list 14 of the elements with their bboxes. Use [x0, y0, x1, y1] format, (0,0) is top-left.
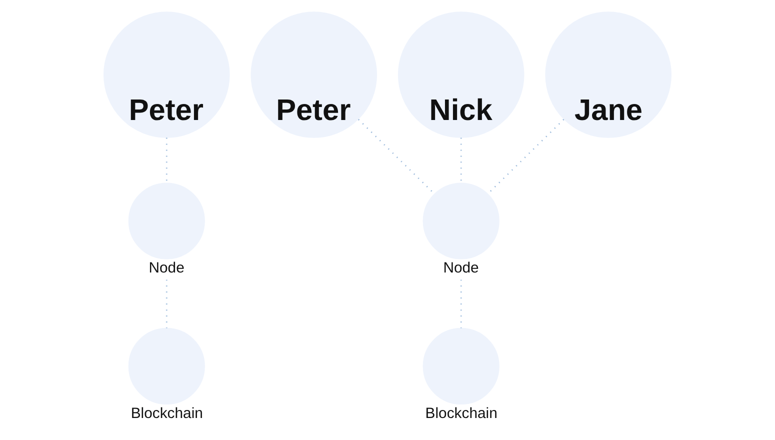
- node-label: Node: [148, 260, 184, 277]
- node-circle: Jane: [545, 12, 672, 138]
- node-circle: [128, 328, 205, 405]
- node-label: Blockchain: [425, 404, 498, 422]
- node-circle: Nick: [398, 12, 524, 138]
- node-circle: [422, 182, 500, 260]
- node-label: Blockchain: [130, 404, 203, 422]
- node-circle: [128, 182, 205, 260]
- node-circle: [422, 328, 500, 405]
- connector: [488, 118, 564, 194]
- connector: [358, 118, 435, 194]
- node-label: Node: [443, 260, 479, 277]
- node-circle: Peter: [250, 12, 378, 138]
- node-circle: Peter: [103, 12, 230, 138]
